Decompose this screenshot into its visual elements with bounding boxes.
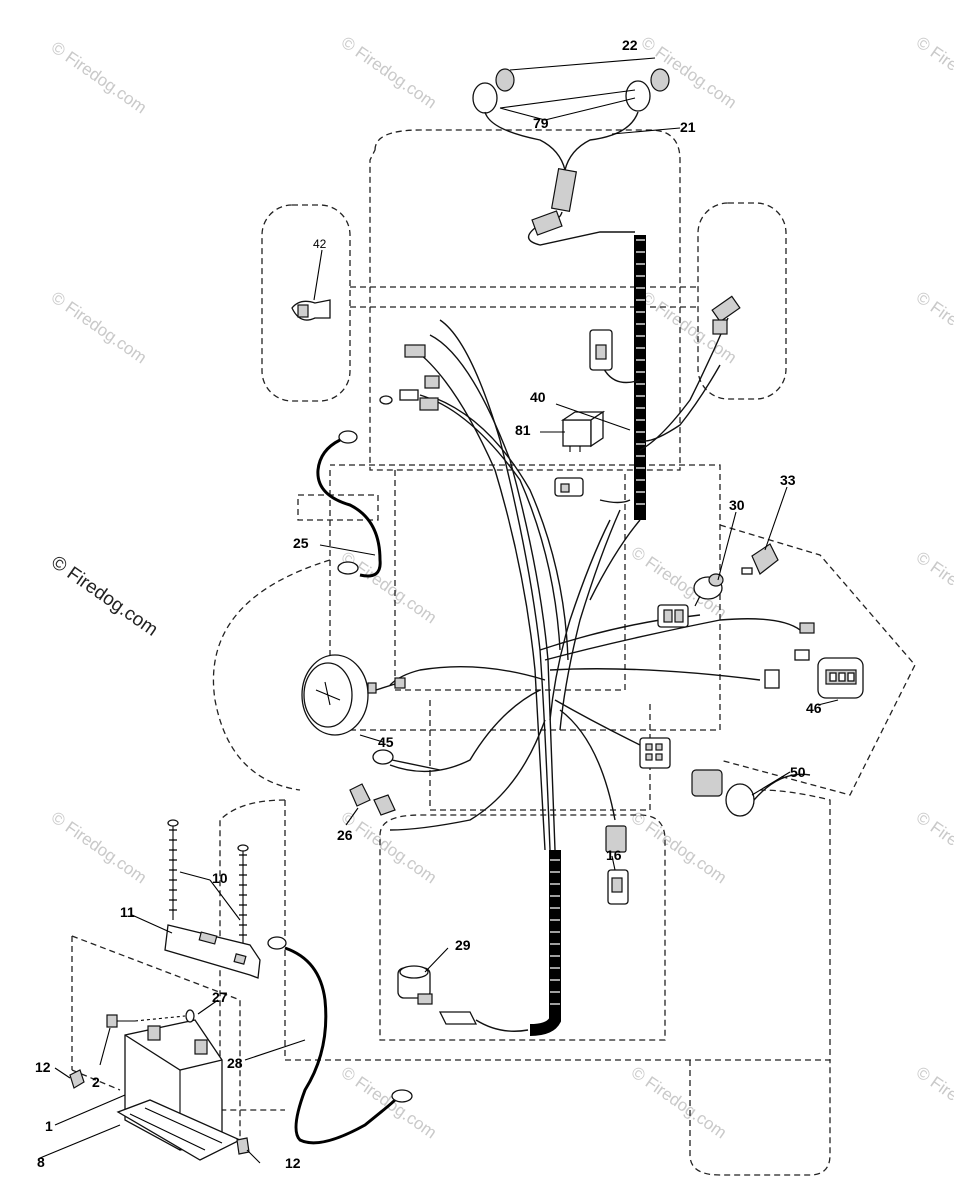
callout-8: 8 xyxy=(37,1154,45,1170)
headlight-connector xyxy=(550,168,578,212)
chassis-outline xyxy=(71,129,916,1176)
watermark: © Firedog.com xyxy=(913,808,954,888)
watermark: © Firedog.com xyxy=(913,1063,954,1143)
watermark-main: © Firedog.com xyxy=(47,552,161,641)
callout-22: 22 xyxy=(622,37,638,53)
callout-42: 42 xyxy=(313,237,327,251)
connector xyxy=(419,397,439,411)
module-33 xyxy=(741,543,779,575)
watermark: © Firedog.com xyxy=(48,38,150,118)
component-42 xyxy=(291,299,331,321)
callout-79: 79 xyxy=(533,115,549,131)
bulb-left xyxy=(495,68,515,92)
watermark: © Firedog.com xyxy=(338,808,440,888)
relay-81 xyxy=(560,410,606,452)
solenoid-29 xyxy=(397,965,433,1005)
callout-12-left: 12 xyxy=(35,1059,51,1075)
callout-12-right: 12 xyxy=(285,1155,301,1171)
leader-lines xyxy=(39,57,839,1164)
hour-meter-46 xyxy=(817,657,864,699)
terminal-26 xyxy=(349,783,396,816)
ground-cable-25 xyxy=(316,430,382,578)
watermark: © Firedog.com xyxy=(628,808,730,888)
callout-40: 40 xyxy=(530,389,546,405)
callout-30: 30 xyxy=(729,497,745,513)
headlight-bulb-left xyxy=(472,82,498,114)
callout-81: 81 xyxy=(515,422,531,438)
callout-27: 27 xyxy=(212,989,228,1005)
callout-16: 16 xyxy=(606,847,622,863)
callout-29: 29 xyxy=(455,937,471,953)
coil-loom-lower xyxy=(529,850,561,1036)
ring-terminal xyxy=(372,749,441,771)
callout-25: 25 xyxy=(293,535,309,551)
connector-bottom-loom xyxy=(438,1011,529,1032)
callout-45: 45 xyxy=(378,734,394,750)
watermark: © Firedog.com xyxy=(338,33,440,113)
watermark-layer: © Firedog.com © Firedog.com © Firedog.co… xyxy=(47,33,954,1143)
callout-11: 11 xyxy=(120,904,135,920)
connector xyxy=(399,389,419,401)
callout-50: 50 xyxy=(790,764,806,780)
bulb-right xyxy=(650,68,670,92)
watermark: © Firedog.com xyxy=(48,808,150,888)
callout-2: 2 xyxy=(92,1074,100,1090)
callout-10: 10 xyxy=(212,870,228,886)
callout-33: 33 xyxy=(780,472,796,488)
connector xyxy=(404,344,426,358)
callout-1: 1 xyxy=(45,1118,53,1134)
connector-small-right xyxy=(764,622,815,689)
battery-area xyxy=(69,819,413,1161)
watermark: © Firedog.com xyxy=(338,548,440,628)
connector-block-right xyxy=(639,737,671,769)
connector-16 xyxy=(605,825,629,905)
callout-21: 21 xyxy=(680,119,696,135)
switch-30 xyxy=(693,573,724,607)
callout-46: 46 xyxy=(806,700,822,716)
watermark: © Firedog.com xyxy=(48,288,150,368)
headlight-bulb-right xyxy=(625,80,651,112)
connector-right-fender xyxy=(711,295,741,335)
multi-connector xyxy=(657,604,689,628)
callout-28: 28 xyxy=(227,1055,243,1071)
watermark: © Firedog.com xyxy=(913,548,954,628)
connector-under-relay xyxy=(554,477,584,497)
main-harness xyxy=(389,317,801,851)
watermark: © Firedog.com xyxy=(628,1063,730,1143)
watermark: © Firedog.com xyxy=(913,288,954,368)
watermark: © Firedog.com xyxy=(913,33,954,113)
plug xyxy=(531,210,563,236)
plug-near-loom xyxy=(589,329,613,371)
callout-labels: 22 79 21 42 40 81 30 33 25 46 45 50 26 1… xyxy=(35,37,822,1171)
headlight-assembly xyxy=(472,68,670,246)
ammeter-45 xyxy=(301,654,406,736)
callout-26: 26 xyxy=(337,827,353,843)
key-switch-50 xyxy=(691,769,811,817)
connector xyxy=(424,375,440,389)
connector-cluster-left xyxy=(379,344,440,411)
coil-loom-upper xyxy=(589,235,646,601)
